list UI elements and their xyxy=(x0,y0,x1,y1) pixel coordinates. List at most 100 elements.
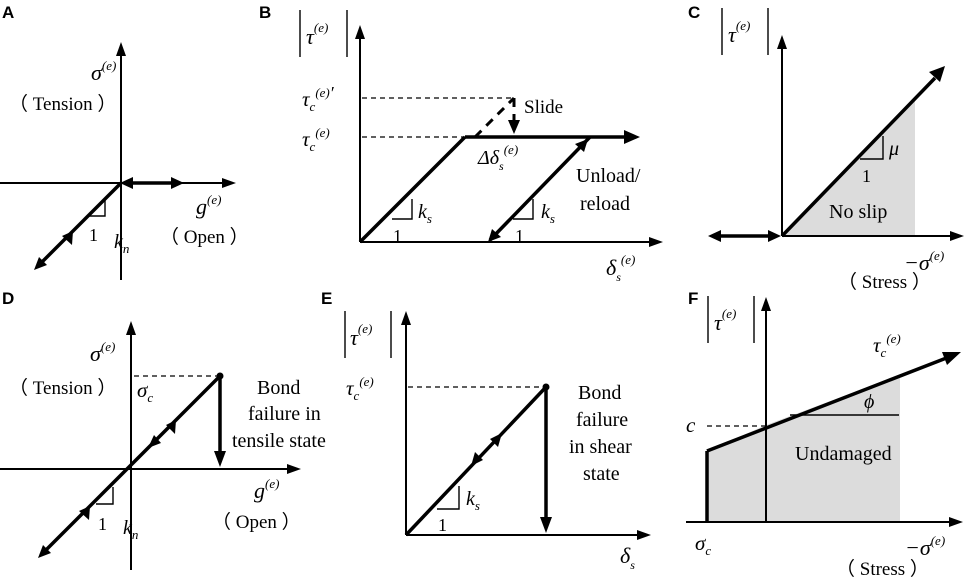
panel-a-x-label: g(e) xyxy=(196,192,221,219)
panel-b-ks-label-1: ks xyxy=(418,201,432,226)
panel-b-x-label: δs(e) xyxy=(606,252,635,284)
panel-c-run-label: 1 xyxy=(862,166,871,186)
panel-d-open-note: （ Open ） xyxy=(212,511,301,533)
panel-a-mid-arrowhead xyxy=(62,231,73,245)
panel-f: F ϕ τ(e) τc(e) c Undamaged σc −σ(e) （ St… xyxy=(686,289,963,579)
panel-f-mohr-coulomb-line xyxy=(706,355,950,453)
panel-b-unload-arrowhead-bottom xyxy=(488,229,501,242)
panel-c-open-arrowhead-left xyxy=(708,230,721,242)
panel-b-label: B xyxy=(259,3,271,22)
panel-a-compression-line xyxy=(36,181,123,268)
panel-e-arrowhead-up xyxy=(490,433,502,447)
panel-e-y-axis-arrowhead xyxy=(401,311,411,325)
panel-f-x-label: −σ(e) xyxy=(905,533,945,560)
panel-c-mu-label: μ xyxy=(888,138,899,160)
panel-d-label: D xyxy=(2,289,14,308)
panel-f-label: F xyxy=(688,289,698,308)
panel-b-unload-line xyxy=(488,135,592,242)
panel-a-open-arrowhead-right xyxy=(171,177,184,189)
panel-e-tc-label: τc(e) xyxy=(346,374,374,403)
panel-d-loading-line xyxy=(40,374,222,556)
panel-d-x-axis-arrowhead xyxy=(287,464,301,474)
panel-e-y-label: τ(e) xyxy=(350,321,372,350)
panel-f-x-axis-arrowhead xyxy=(949,517,963,527)
panel-a-end-arrowhead xyxy=(34,257,47,270)
panel-a: A kn 1 σ(e) （ Tension ） g(e) （ Open ） xyxy=(0,3,249,280)
panel-c-x-label: −σ(e) xyxy=(904,248,944,275)
panel-d-lower-arrowhead xyxy=(79,506,90,520)
panel-d-end-arrowhead xyxy=(38,545,51,558)
panel-f-undamaged-region xyxy=(707,375,900,522)
panel-b-unload-label: Unload/ xyxy=(576,165,641,187)
panel-a-label: A xyxy=(2,3,14,22)
panel-b-slope-triangle-2 xyxy=(513,199,534,220)
panel-f-y-label: τ(e) xyxy=(714,306,736,335)
panel-d-drop-arrowhead xyxy=(214,451,226,467)
panel-f-y-axis-arrowhead xyxy=(761,297,771,311)
panel-b-run-label-2: 1 xyxy=(515,226,524,246)
panel-e-run-label: 1 xyxy=(438,515,447,535)
panel-c-stress-note: （ Stress ） xyxy=(838,271,931,293)
panel-c-friction-line xyxy=(780,76,937,238)
panel-c-label: C xyxy=(688,3,700,22)
panel-d-x-label: g(e) xyxy=(254,476,279,503)
panel-b-tc-prime-label: τc(e)′ xyxy=(302,83,335,114)
panel-f-c-label: c xyxy=(686,413,696,437)
panel-a-tension-note: （ Tension ） xyxy=(9,93,116,115)
panel-f-sigma-c-label: σc xyxy=(695,531,711,558)
panel-f-envelope-arrowhead xyxy=(942,352,961,365)
panel-a-slope-label: kn xyxy=(114,231,129,256)
panel-e-arrowhead-down xyxy=(471,452,483,466)
panel-b: B τ(e) 1 ks 1 ks τc(e)′ τc(e) Sli xyxy=(259,3,663,284)
panel-b-delta-label: Δδs(e) xyxy=(477,142,518,173)
panel-c-open-arrowhead-right xyxy=(768,230,781,242)
panel-d-slope-triangle xyxy=(96,487,114,505)
panel-d-bond-line-1: Bond xyxy=(257,377,300,399)
panel-f-undamaged-label: Undamaged xyxy=(795,443,892,465)
panel-d-sigma-c-label: σc xyxy=(137,378,153,405)
panel-e-label: E xyxy=(321,289,332,308)
panel-a-run-label: 1 xyxy=(89,225,98,245)
panel-a-y-label: σ(e) xyxy=(91,58,116,85)
panel-b-drop-arrowhead xyxy=(508,120,520,134)
panel-e-bond-line-2: failure xyxy=(576,409,628,431)
panel-c-slope-triangle xyxy=(860,136,884,160)
panel-e-bond-line-1: Bond xyxy=(578,382,621,404)
panel-d-upper-arrowhead-up xyxy=(166,420,176,434)
panel-b-slide-label: Slide xyxy=(524,97,563,118)
panel-e-x-label: δs xyxy=(620,543,635,572)
panel-c: C μ 1 No slip τ(e) −σ(e) （ Stress ） xyxy=(688,3,964,293)
panel-c-friction-arrowhead xyxy=(929,66,945,82)
panel-a-slope-triangle xyxy=(88,199,106,217)
panel-d-y-axis-arrowhead xyxy=(126,321,136,335)
panel-e-bond-line-4: state xyxy=(583,463,620,485)
panel-b-tc-label: τc(e) xyxy=(302,125,330,154)
panel-e: E ks 1 τ(e) τc(e) Bond failure in shear … xyxy=(321,289,651,572)
panel-c-y-axis-arrowhead xyxy=(777,35,787,49)
panel-b-run-label-1: 1 xyxy=(393,226,402,246)
panel-b-y-axis-arrowhead xyxy=(355,25,365,39)
panel-b-ks-label-2: ks xyxy=(541,201,555,226)
panel-d: D kn 1 σ(e) （ Tension ） σc Bond failure … xyxy=(0,289,326,570)
panel-a-y-axis-arrowhead xyxy=(116,42,126,56)
panel-c-x-axis-arrowhead xyxy=(950,231,964,241)
panel-d-bond-line-2: failure in xyxy=(248,403,321,425)
panel-d-run-label: 1 xyxy=(98,514,107,534)
panel-e-x-axis-arrowhead xyxy=(637,530,651,540)
panel-a-open-arrowhead-left xyxy=(120,177,133,189)
panel-b-x-axis-arrowhead xyxy=(649,237,663,247)
panel-f-tc-label: τc(e) xyxy=(873,331,901,360)
panel-d-tension-note: （ Tension ） xyxy=(9,377,116,399)
panel-b-slide-arrowhead xyxy=(624,130,640,144)
panel-e-slope-triangle xyxy=(437,486,460,510)
panel-b-elastic-line xyxy=(358,135,467,244)
panel-b-unload-arrowhead-top xyxy=(575,139,588,152)
panel-a-x-axis-arrowhead xyxy=(222,178,236,188)
panel-f-phi-label: ϕ xyxy=(864,391,874,413)
panel-e-bond-line-3: in shear xyxy=(569,436,632,458)
panel-d-slope-label: kn xyxy=(123,517,138,542)
panel-e-ks-label: ks xyxy=(466,488,480,513)
panel-d-y-label: σ(e) xyxy=(90,339,115,366)
panel-c-no-slip-label: No slip xyxy=(829,201,887,223)
